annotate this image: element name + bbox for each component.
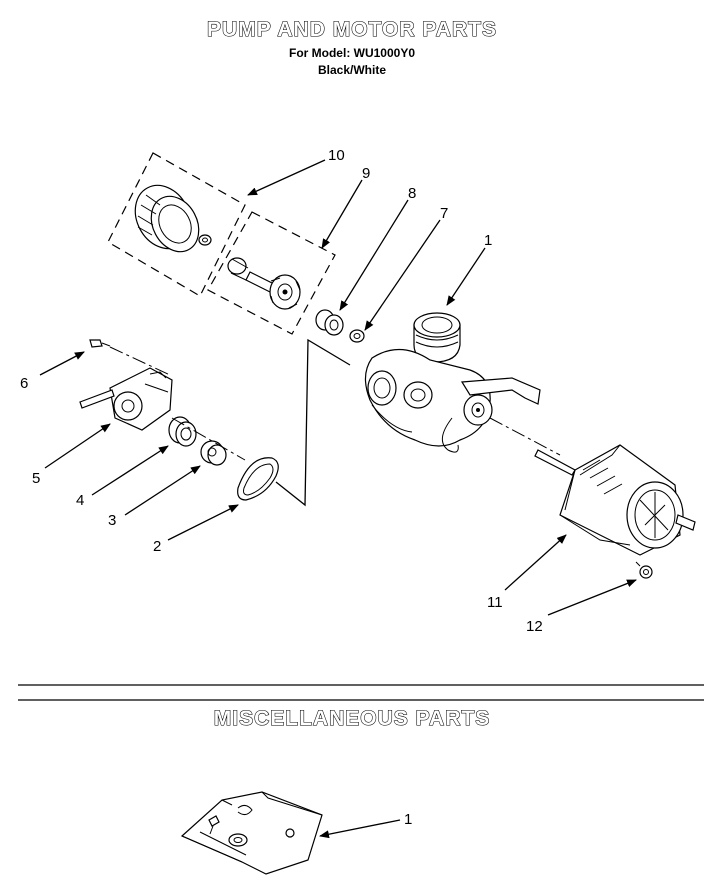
shaft-alignment-line <box>489 417 561 456</box>
callout-10: 10 <box>328 147 345 164</box>
part-8-seal <box>315 309 344 336</box>
callout-11: 11 <box>487 594 503 611</box>
cover-alignment-line <box>171 417 246 461</box>
leader-misc-1 <box>319 819 401 839</box>
part-4-ring <box>168 416 197 447</box>
part-10-group <box>107 152 246 297</box>
page-title: PUMP AND MOTOR PARTS <box>206 17 497 41</box>
callout-misc-1: 1 <box>404 811 412 828</box>
callout-5: 5 <box>32 470 40 487</box>
model-line: For Model: WU1000Y0 <box>288 46 416 60</box>
assembly-bracket-line <box>275 338 351 507</box>
misc-parts-bag <box>180 791 323 875</box>
leader-9 <box>321 179 363 249</box>
callout-4: 4 <box>76 492 84 509</box>
leader-10 <box>247 159 326 196</box>
callout-3: 3 <box>108 512 116 529</box>
part-1-pump-housing <box>364 312 541 453</box>
part-7-washer <box>349 329 365 343</box>
part-12-nut <box>635 561 653 579</box>
callout-8: 8 <box>408 185 416 202</box>
callout-9: 9 <box>362 165 370 182</box>
part-5-cover <box>79 367 173 431</box>
leader-4 <box>91 445 169 496</box>
leader-7 <box>364 219 441 331</box>
color-line: Black/White <box>317 63 386 77</box>
screw-alignment-line <box>109 346 171 376</box>
leader-2 <box>167 504 239 541</box>
part-3-valve <box>200 440 227 466</box>
part-6-screw <box>89 339 111 348</box>
part-11-motor <box>534 444 696 556</box>
leader-6 <box>39 351 85 376</box>
part-9-group <box>207 211 336 335</box>
leader-1 <box>446 247 486 306</box>
leader-12 <box>547 579 637 616</box>
callout-6: 6 <box>20 375 28 392</box>
leader-3 <box>124 465 201 516</box>
callout-7: 7 <box>440 205 448 222</box>
callout-2: 2 <box>153 538 161 555</box>
leader-11 <box>504 534 567 591</box>
callout-12: 12 <box>526 618 543 635</box>
leader-5 <box>44 423 111 469</box>
leader-8 <box>339 199 409 311</box>
callout-1: 1 <box>484 232 492 249</box>
misc-section-title: MISCELLANEOUS PARTS <box>213 706 491 730</box>
part-2-gasket <box>237 457 279 501</box>
